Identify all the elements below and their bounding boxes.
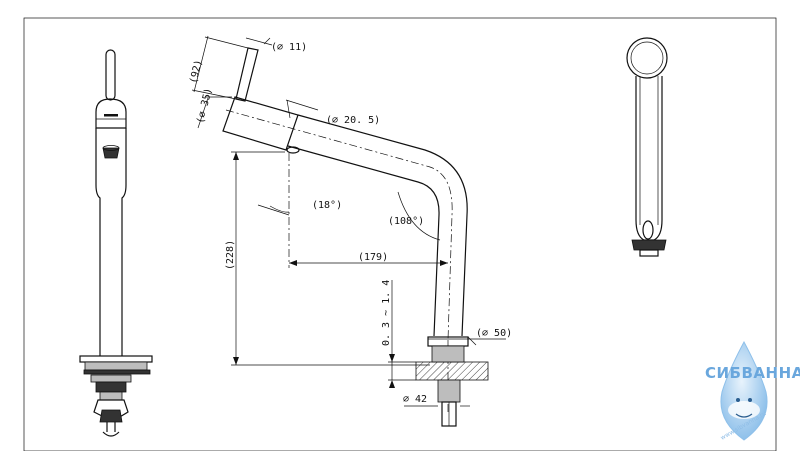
front-head: [95, 98, 127, 129]
dim-hole-diameter: ∅ 42: [403, 394, 427, 405]
front-aerator: [102, 147, 120, 159]
side-outlet: [286, 146, 300, 154]
dim-handle-diameter: (∅ 11): [271, 42, 307, 53]
dim-body-diameter: (∅ 35): [195, 87, 214, 125]
front-view: [79, 49, 153, 437]
dim-counter-thickness: 0. 3 ~ 1. 4: [381, 280, 392, 346]
drawing-frame: [23, 17, 777, 451]
front-fixing: [90, 374, 132, 437]
dim-tilt-angle: (18°): [312, 200, 342, 211]
watermark-logo: СИБВАННА www.sibvanna.ru: [705, 340, 800, 442]
dim-bend-angle: (108°): [388, 216, 424, 227]
side-handle: [235, 47, 259, 102]
front-handle: [105, 49, 116, 101]
side-view: [222, 47, 489, 427]
dim-height: (228): [225, 240, 236, 270]
rear-top-ring: [626, 37, 668, 79]
front-logo: [104, 114, 118, 117]
dim-handle-length: (92): [188, 59, 205, 85]
front-base: [79, 355, 153, 363]
dim-reach: (179): [358, 252, 388, 263]
rear-view: [626, 37, 668, 257]
rear-lever: [642, 220, 654, 240]
watermark-brand: СИБВАННА: [705, 364, 800, 382]
side-body: [222, 96, 299, 151]
front-body: [95, 128, 127, 356]
dim-spout-diameter: (∅ 20. 5): [326, 115, 380, 126]
dimension-lines: [191, 35, 506, 407]
side-spout: [287, 114, 468, 337]
dim-base-diameter: (∅ 50): [476, 328, 512, 339]
